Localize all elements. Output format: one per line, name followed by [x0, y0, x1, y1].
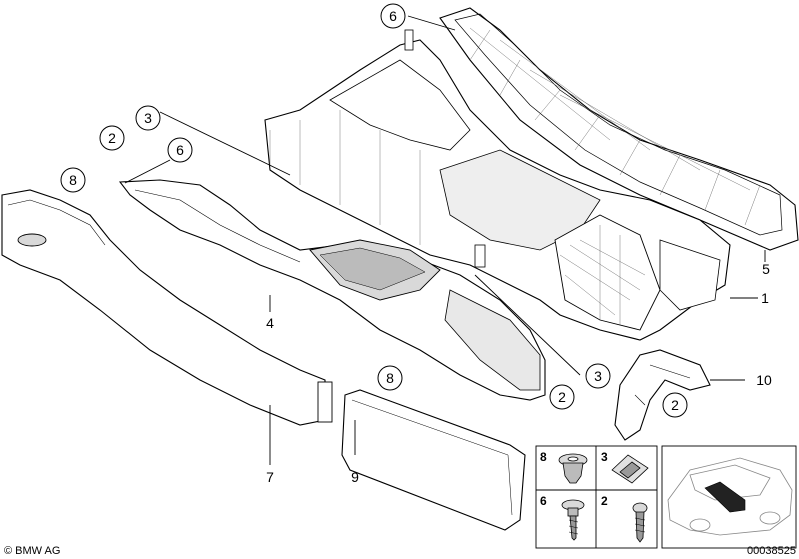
- part-5-side-trim: [439, 7, 799, 251]
- callout-3-upper: 3: [135, 105, 161, 131]
- legend-label-6: 6: [540, 494, 547, 508]
- callout-2-bracket: 2: [662, 392, 688, 418]
- callout-1: 1: [761, 290, 769, 306]
- svg-text:4: 4: [266, 315, 274, 331]
- svg-text:6: 6: [389, 8, 397, 24]
- vehicle-locator: [661, 445, 797, 549]
- clip-nut-icon: [611, 454, 649, 484]
- callout-6-mid: 6: [167, 137, 193, 163]
- leader-lines: [124, 15, 766, 465]
- car-outline-icon: [667, 457, 793, 536]
- highlight-console-icon: [704, 481, 746, 513]
- svg-text:9: 9: [351, 469, 359, 485]
- legend-label-8: 8: [540, 450, 547, 464]
- callout-8-left: 8: [60, 167, 86, 193]
- callout-4: 4: [266, 315, 274, 331]
- callout-3-lower: 3: [585, 363, 611, 389]
- part-4-console-trim: [118, 179, 546, 401]
- callout-9: 9: [351, 469, 359, 485]
- svg-text:3: 3: [594, 368, 602, 384]
- part-7-left-trim: [1, 189, 333, 426]
- callout-8-lower: 8: [377, 365, 403, 391]
- svg-text:6: 6: [176, 142, 184, 158]
- legend-label-3: 3: [601, 450, 608, 464]
- svg-text:2: 2: [671, 397, 679, 413]
- svg-text:8: 8: [386, 370, 394, 386]
- callout-7: 7: [266, 469, 274, 485]
- svg-text:1: 1: [761, 290, 769, 306]
- callout-6-top: 6: [380, 3, 406, 29]
- part-10-bracket: [614, 349, 711, 441]
- svg-text:2: 2: [108, 130, 116, 146]
- copyright-label: © BMW AG: [4, 545, 60, 557]
- callout-2-lower: 2: [549, 384, 575, 410]
- svg-text:10: 10: [756, 372, 772, 388]
- fastener-legend: 8 3 6 2: [535, 445, 658, 549]
- callout-2-upper: 2: [99, 125, 125, 151]
- svg-text:7: 7: [266, 469, 274, 485]
- svg-text:8: 8: [69, 172, 77, 188]
- screw-icon: [632, 502, 648, 543]
- legend-label-2: 2: [601, 494, 608, 508]
- diagram-code: 00038525: [747, 545, 796, 557]
- svg-text:2: 2: [558, 389, 566, 405]
- svg-text:3: 3: [144, 110, 152, 126]
- callout-10: 10: [756, 372, 772, 388]
- part-9-panel: [341, 389, 526, 531]
- part-1-console-frame: [264, 29, 731, 341]
- rivet-icon: [558, 453, 588, 484]
- callout-5: 5: [762, 261, 770, 277]
- svg-text:5: 5: [762, 261, 770, 277]
- screw-washer-icon: [561, 499, 585, 541]
